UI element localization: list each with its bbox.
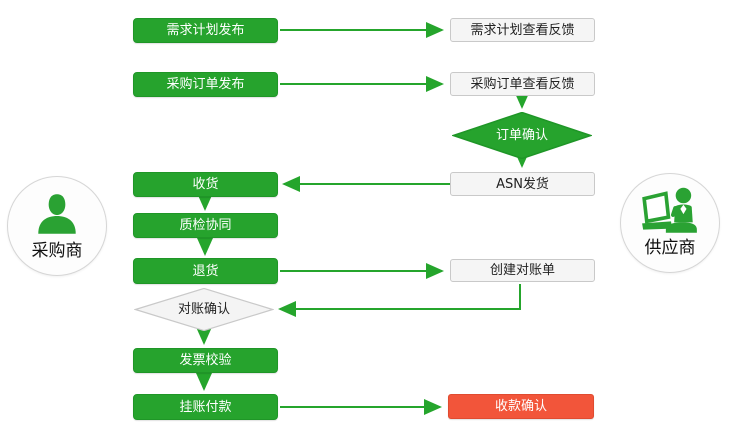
actor-supplier: 供应商	[620, 173, 720, 273]
node-invoice-verification: 发票校验	[133, 348, 278, 373]
actor-purchaser: 采购商	[7, 176, 107, 276]
decision-label: 对账确认	[177, 302, 230, 317]
purchaser-person-icon	[8, 185, 106, 241]
node-receive-goods: 收货	[133, 172, 278, 197]
diamond-shape	[134, 288, 274, 331]
decision-label: 订单确认	[495, 128, 548, 143]
node-payment-confirm: 收款确认	[448, 394, 594, 419]
actor-label: 采购商	[31, 241, 83, 261]
supplier-laptop-person-icon	[621, 182, 719, 238]
node-quality-inspection: 质检协同	[133, 213, 278, 238]
node-purchase-order-feedback: 采购订单查看反馈	[450, 72, 595, 96]
node-demand-plan-publish: 需求计划发布	[133, 18, 278, 43]
actor-label: 供应商	[644, 238, 696, 258]
node-purchase-order-publish: 采购订单发布	[133, 72, 278, 97]
decision-order-confirm: 订单确认	[452, 112, 592, 159]
connector-statement-to-confirm	[278, 284, 521, 317]
node-create-statement: 创建对账单	[450, 259, 595, 282]
node-pending-payment: 挂账付款	[133, 394, 278, 420]
decision-statement-confirm: 对账确认	[134, 288, 274, 331]
node-demand-plan-feedback: 需求计划查看反馈	[450, 18, 595, 42]
node-return-goods: 退货	[133, 258, 278, 284]
diamond-shape	[452, 112, 592, 159]
node-asn-shipping: ASN发货	[450, 172, 595, 196]
